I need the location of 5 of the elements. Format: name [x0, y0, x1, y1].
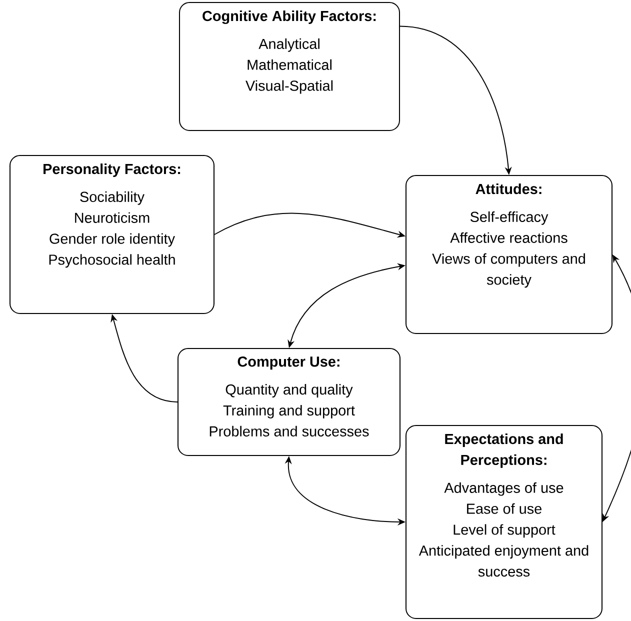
factor-box: Computer Use: Quantity and quality Training and support Problems and successes — [178, 348, 400, 456]
factor-box: Expectations and Perceptions: Advantages of use Ease of use Level of support Anticipated enjoyment and success — [406, 425, 602, 619]
factor-box: Personality Factors: Sociability Neuroticism Gender role identity Psychosocial health — [10, 155, 214, 314]
factor-box: Cognitive Ability Factors: Analytical Mathematical Visual-Spatial — [179, 2, 400, 131]
factor-box: Attitudes: Self-efficacy Affective reactions Views of computers and society — [406, 175, 612, 334]
